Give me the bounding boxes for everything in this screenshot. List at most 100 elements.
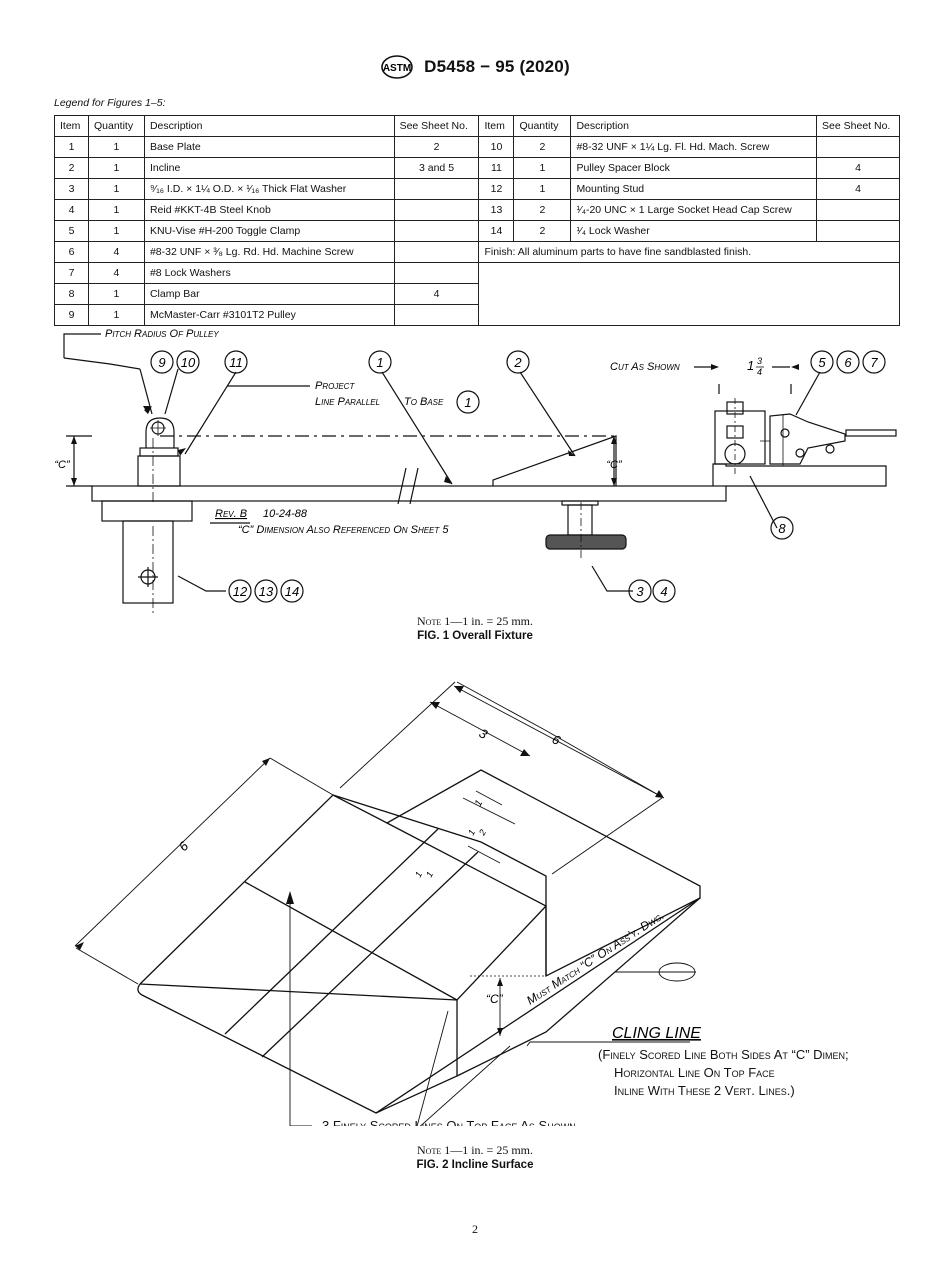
dim-half-a: 1 xyxy=(466,828,477,837)
balloon-2: 2 xyxy=(513,355,522,370)
legend-table: Item Quantity Description See Sheet No. … xyxy=(54,115,900,326)
steel-knob xyxy=(545,534,627,550)
table-cell: Base Plate xyxy=(143,136,395,158)
figure-2-caption: FIG. 2 Incline Surface xyxy=(416,1159,534,1171)
cling-line-desc-3: Inline With These 2 Vert. Lines.) xyxy=(614,1083,795,1098)
mounting-stud xyxy=(122,520,174,604)
scored-line-1 xyxy=(224,828,439,1035)
mounting-block xyxy=(101,500,193,522)
figure-2-drawing: 3 6 6 1 1 2 1 1 “C” Must Match “C” On As… xyxy=(74,681,849,1126)
astm-logo: ASTM xyxy=(381,55,413,79)
table-cell: 13 xyxy=(478,199,515,221)
balloon-4: 4 xyxy=(660,584,667,599)
scored-line-2 xyxy=(261,851,479,1058)
balloon-13: 13 xyxy=(259,584,274,599)
page-number: 2 xyxy=(472,1222,478,1236)
table-cell: KNU-Vise #H-200 Toggle Clamp xyxy=(143,220,395,242)
to-base-label: To Base xyxy=(404,396,444,408)
table-cell: 1 xyxy=(87,136,145,158)
balloon-3: 3 xyxy=(636,584,644,599)
table-cell: ¹⁄₄ Lock Washer xyxy=(570,220,818,242)
table-cell: McMaster-Carr #3101T2 Pulley xyxy=(143,304,395,326)
incline-outline xyxy=(137,897,701,1114)
figure-1-drawing: Pitch Radius Of Pulley Project Line Para… xyxy=(54,328,897,616)
col-sheet: See Sheet No. xyxy=(393,115,480,137)
table-cell: 1 xyxy=(87,199,145,221)
revision-note: “C” Dimension Also Referenced On Sheet 5 xyxy=(238,524,449,536)
table-cell: 10 xyxy=(478,136,515,158)
table-cell: 12 xyxy=(478,178,515,200)
legend-header-row: Item Quantity Description See Sheet No. … xyxy=(54,115,900,137)
table-cell: #8-32 UNF × 1¼ Lg. Fl. Hd. Mach. Screw xyxy=(570,136,818,158)
dim-1-top: 1 xyxy=(473,798,485,808)
dim-6-left: 6 xyxy=(176,838,192,854)
table-cell: Reid #KKT-4B Steel Knob xyxy=(143,199,395,221)
clamp-bar xyxy=(714,410,766,465)
table-cell: 9 xyxy=(54,304,89,326)
balloon-5: 5 xyxy=(818,355,826,370)
svg-text:ASTM: ASTM xyxy=(383,63,411,74)
col-item: Item xyxy=(478,115,515,137)
c-dimension-right: “C” xyxy=(606,459,623,471)
table-cell xyxy=(393,220,480,242)
table-cell: Clamp Bar xyxy=(143,283,395,305)
table-cell: 4 xyxy=(393,283,480,305)
table-cell: 4 xyxy=(816,157,900,179)
scored-line-horizontal xyxy=(244,881,458,1001)
table-cell: Pulley Spacer Block xyxy=(570,157,818,179)
table-cell: 4 xyxy=(87,241,145,263)
clamp-base xyxy=(712,463,887,487)
table-cell: 4 xyxy=(87,262,145,284)
pitch-radius-label: Pitch Radius Of Pulley xyxy=(105,328,219,340)
table-cell: 4 xyxy=(816,178,900,200)
project-label: Project xyxy=(315,380,355,392)
dim-one-a: 1 xyxy=(413,870,424,879)
balloon-7: 7 xyxy=(870,355,878,370)
table-cell: 1 xyxy=(54,136,89,158)
balloon-1-to-base: 1 xyxy=(464,395,471,410)
cut-as-shown-label: Cut As Shown xyxy=(610,361,680,373)
c-dimension-left: “C” xyxy=(54,459,71,471)
scored-lines-note: 3 Finely Scored Lines On Top Face As Sho… xyxy=(322,1118,579,1126)
col-item: Item xyxy=(54,115,89,137)
table-cell: 1 xyxy=(87,220,145,242)
col-description: Description xyxy=(143,115,395,137)
figure-2-note: Note 1—1 in. = 25 mm. xyxy=(417,1143,533,1157)
balloon-8: 8 xyxy=(778,521,786,536)
table-cell: 1 xyxy=(87,157,145,179)
table-cell xyxy=(816,199,900,221)
table-cell xyxy=(816,220,900,242)
table-cell: 1 xyxy=(513,178,572,200)
table-cell: ¹⁄₄-20 UNC × 1 Large Socket Head Cap Scr… xyxy=(570,199,818,221)
table-cell: 8 xyxy=(54,283,89,305)
col-quantity: Quantity xyxy=(87,115,145,137)
table-cell: Mounting Stud xyxy=(570,178,818,200)
table-cell: 1 xyxy=(87,304,145,326)
pulley-spacer-block xyxy=(137,455,181,487)
table-cell: 2 xyxy=(54,157,89,179)
figure-1-caption: FIG. 1 Overall Fixture xyxy=(417,630,533,642)
table-cell xyxy=(393,178,480,200)
col-quantity: Quantity xyxy=(513,115,572,137)
balloon-9: 9 xyxy=(158,355,165,370)
table-cell: ⁹⁄₁₆ I.D. × 1¼ O.D. × ¹⁄₁₆ Thick Flat Wa… xyxy=(143,178,395,200)
cling-line-desc-2: Horizontal Line On Top Face xyxy=(614,1065,775,1080)
incline xyxy=(492,435,617,486)
table-cell: #8-32 UNF × ³⁄₈ Lg. Rd. Hd. Machine Scre… xyxy=(143,241,395,263)
col-sheet: See Sheet No. xyxy=(816,115,900,137)
table-cell: 14 xyxy=(478,220,515,242)
balloon-1: 1 xyxy=(376,355,383,370)
pulley xyxy=(145,417,175,448)
table-cell: 2 xyxy=(393,136,480,158)
balloon-10: 10 xyxy=(181,355,196,370)
revision-label: Rev. B xyxy=(215,508,247,520)
document-id: D5458 − 95 (2020) xyxy=(424,57,570,76)
